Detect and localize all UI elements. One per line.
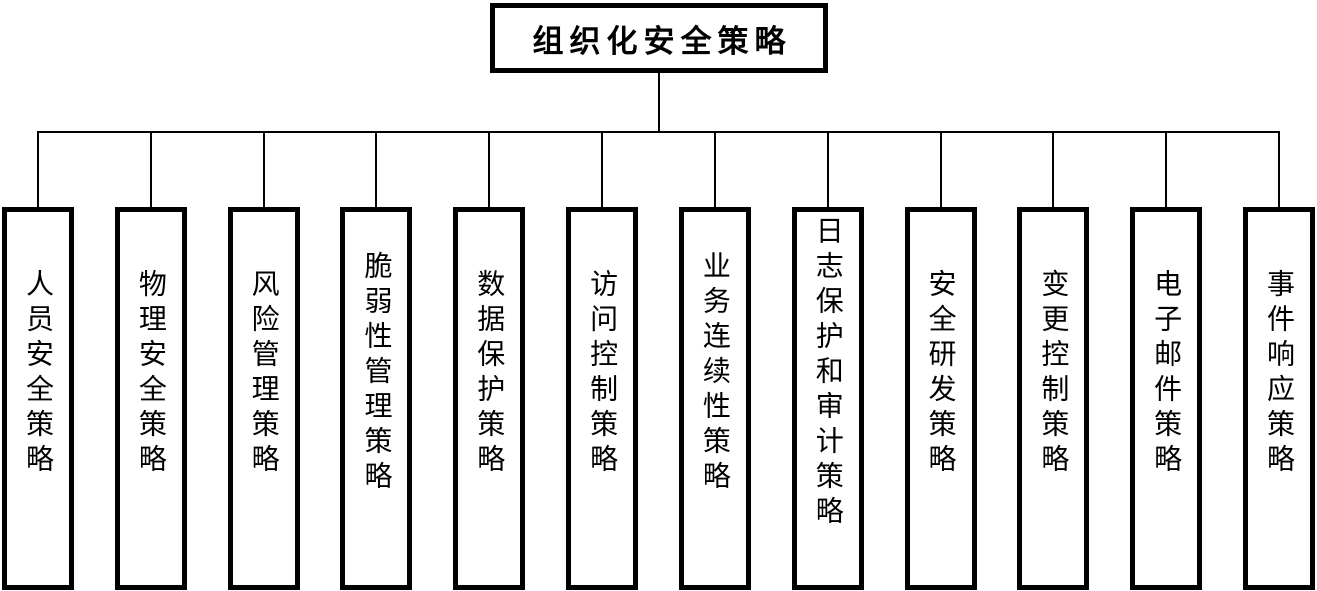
child-node-cell: 物理安全策略 <box>114 133 187 590</box>
child-node-cell: 日志保护和审计策略 <box>791 133 864 590</box>
connector-child-stub <box>601 133 604 207</box>
child-node-cell: 脆弱性管理策略 <box>340 133 413 590</box>
child-node: 电子邮件策略 <box>1130 207 1203 590</box>
child-node: 数据保护策略 <box>453 207 526 590</box>
child-node-label: 访问控制策略 <box>586 268 620 479</box>
child-node: 物理安全策略 <box>114 207 187 590</box>
connector-child-stub <box>1052 133 1055 207</box>
child-node-label: 业务连续性策略 <box>698 251 732 496</box>
child-node: 风险管理策略 <box>227 207 300 590</box>
connector-root-stem <box>658 73 660 133</box>
connector-rail <box>37 131 1280 133</box>
connector-child-stub <box>939 133 942 207</box>
child-node-cell: 安全研发策略 <box>904 133 977 590</box>
child-node: 访问控制策略 <box>566 207 639 590</box>
child-node-label: 事件响应策略 <box>1262 268 1296 479</box>
child-node: 人员安全策略 <box>2 207 74 590</box>
connector-child-stub <box>37 133 39 207</box>
connector-child-stub <box>262 133 265 207</box>
child-node-cell: 事件响应策略 <box>1242 133 1315 590</box>
child-node-cell: 访问控制策略 <box>566 133 639 590</box>
child-node-cell: 电子邮件策略 <box>1130 133 1203 590</box>
child-node-cell: 业务连续性策略 <box>678 133 751 590</box>
child-node-label: 脆弱性管理策略 <box>360 251 394 496</box>
root-node: 组织化安全策略 <box>490 3 828 73</box>
child-node-label: 日志保护和审计策略 <box>811 216 845 531</box>
child-node-label: 物理安全策略 <box>134 268 168 479</box>
connector-child-stub <box>149 133 152 207</box>
child-node-cell: 变更控制策略 <box>1017 133 1090 590</box>
child-node: 安全研发策略 <box>904 207 977 590</box>
child-node-label: 电子邮件策略 <box>1150 268 1184 479</box>
connector-child-stub <box>375 133 378 207</box>
connector-child-stub <box>1277 133 1280 207</box>
child-node-label: 风险管理策略 <box>247 268 281 479</box>
connector-child-stub <box>1165 133 1168 207</box>
child-node: 脆弱性管理策略 <box>340 207 413 590</box>
child-node-cell: 人员安全策略 <box>2 133 74 590</box>
child-node: 业务连续性策略 <box>678 207 751 590</box>
child-node-label: 变更控制策略 <box>1037 268 1071 479</box>
child-node: 事件响应策略 <box>1242 207 1315 590</box>
root-node-label: 组织化安全策略 <box>532 23 792 60</box>
child-node-cell: 风险管理策略 <box>227 133 300 590</box>
child-nodes-row: 人员安全策略 物理安全策略 风险管理策略 脆弱性管理策略 数据保护策略 <box>2 133 1315 590</box>
connector-child-stub <box>826 133 829 207</box>
child-node-label: 数据保护策略 <box>473 268 507 479</box>
child-node: 日志保护和审计策略 <box>791 207 864 590</box>
child-node: 变更控制策略 <box>1017 207 1090 590</box>
child-node-cell: 数据保护策略 <box>453 133 526 590</box>
child-node-label: 人员安全策略 <box>22 268 55 479</box>
connector-child-stub <box>488 133 491 207</box>
connector-child-stub <box>713 133 716 207</box>
child-node-label: 安全研发策略 <box>924 268 958 479</box>
